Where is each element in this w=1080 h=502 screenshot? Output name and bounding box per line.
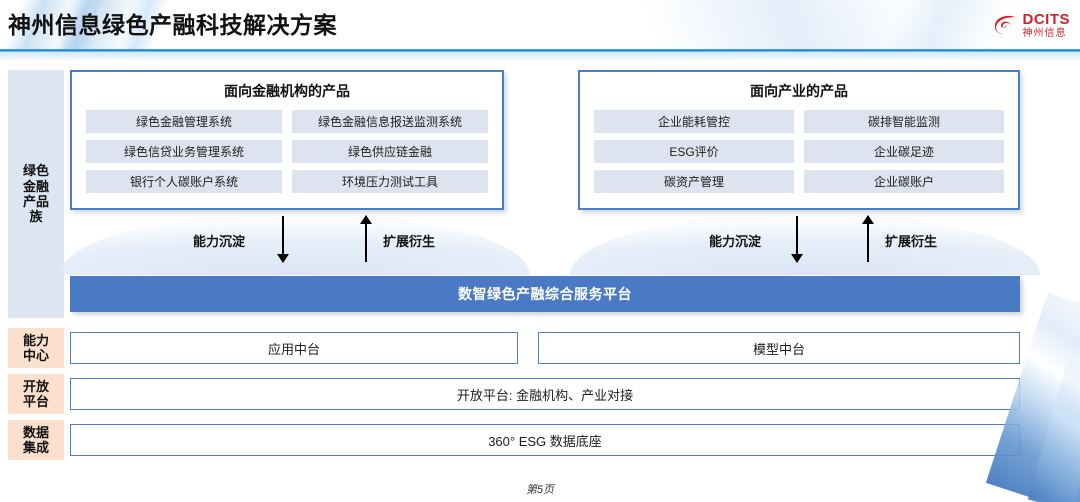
flow-label-expansion-derivation-left: 扩展衍生 <box>383 234 436 249</box>
sidebar-label-text: 绿色 金融 产品 族 <box>22 163 49 225</box>
arrow-shaft <box>365 216 367 262</box>
product-box[interactable]: 绿色供应链金融 <box>292 140 488 163</box>
arrow-shaft <box>867 216 869 262</box>
product-box[interactable]: 企业能耗管控 <box>594 110 794 133</box>
sidebar-item-data-integration: 数据 集成 <box>8 420 64 460</box>
product-box[interactable]: 银行个人碳账户系统 <box>86 170 282 193</box>
row-box-open-platform[interactable]: 开放平台: 金融机构、产业对接 <box>70 378 1020 410</box>
arrow-shaft <box>796 216 798 262</box>
page-title: 神州信息绿色产融科技解决方案 <box>8 12 337 38</box>
product-box[interactable]: 企业碳足迹 <box>804 140 1004 163</box>
decorative-ribbon-accent <box>1027 355 1080 502</box>
product-box[interactable]: 碳资产管理 <box>594 170 794 193</box>
sidebar-label-text: 开放 平台 <box>22 378 49 409</box>
panel-title: 面向产业的产品 <box>750 83 848 99</box>
flow-label-capability-precipitation-right: 能力沉淀 <box>709 234 762 249</box>
arrow-down-icon-left <box>277 216 289 263</box>
flow-label-capability-precipitation-left: 能力沉淀 <box>193 234 246 249</box>
sidebar-label-text: 能力 中心 <box>22 332 49 363</box>
row-box-application-midplatform[interactable]: 应用中台 <box>70 332 518 364</box>
product-box[interactable]: 环境压力测试工具 <box>292 170 488 193</box>
product-box[interactable]: 企业碳账户 <box>804 170 1004 193</box>
arrow-up-icon-right <box>862 215 874 262</box>
logo-english-text: DCITS <box>1022 10 1070 28</box>
row-box-data-foundation[interactable]: 360° ESG 数据底座 <box>70 424 1020 456</box>
arrow-head <box>277 254 289 263</box>
sidebar-label-text: 数据 集成 <box>22 424 49 455</box>
arrow-head <box>791 254 803 263</box>
dcits-swirl-logo-icon <box>992 12 1018 38</box>
decorative-hill-right <box>570 213 1040 275</box>
product-box[interactable]: 绿色金融信息报送监测系统 <box>292 110 488 133</box>
flow-label-expansion-derivation-right: 扩展衍生 <box>885 234 938 249</box>
logo-text-block: DCITS 神州信息 <box>1023 12 1071 39</box>
arrow-head <box>360 215 372 224</box>
arrow-down-icon-right <box>791 216 803 263</box>
row-box-model-midplatform[interactable]: 模型中台 <box>538 332 1020 364</box>
panel-title: 面向金融机构的产品 <box>224 83 350 99</box>
product-box[interactable]: 绿色金融管理系统 <box>86 110 282 133</box>
platform-bar[interactable]: 数智绿色产融综合服务平台 <box>70 276 1020 312</box>
sidebar-item-open-platform: 开放 平台 <box>8 374 64 414</box>
panel-financial-institution-products: 面向金融机构的产品 绿色金融管理系统 绿色金融信息报送监测系统 绿色信贷业务管理… <box>70 70 504 210</box>
header-divider-glow <box>0 52 1080 62</box>
arrow-shaft <box>282 216 284 262</box>
header-divider-line <box>0 49 1080 52</box>
panel-product-grid: 企业能耗管控 碳排智能监测 ESG评价 企业碳足迹 碳资产管理 企业碳账户 <box>580 101 1018 193</box>
slide-header <box>0 0 1080 51</box>
product-box[interactable]: 绿色信贷业务管理系统 <box>86 140 282 163</box>
brand-logo: DCITS 神州信息 <box>992 8 1071 42</box>
logo-chinese-text: 神州信息 <box>1022 27 1067 39</box>
arrow-up-icon-left <box>360 215 372 262</box>
sidebar-item-green-finance-family: 绿色 金融 产品 族 <box>8 70 64 318</box>
decorative-hill-left <box>60 213 530 275</box>
product-box[interactable]: 碳排智能监测 <box>804 110 1004 133</box>
panel-industry-products: 面向产业的产品 企业能耗管控 碳排智能监测 ESG评价 企业碳足迹 碳资产管理 … <box>578 70 1020 210</box>
sidebar-item-capability-center: 能力 中心 <box>8 328 64 368</box>
page-number-footer: 第5页 <box>525 484 555 496</box>
arrow-head <box>862 215 874 224</box>
product-box[interactable]: ESG评价 <box>594 140 794 163</box>
panel-product-grid: 绿色金融管理系统 绿色金融信息报送监测系统 绿色信贷业务管理系统 绿色供应链金融… <box>72 101 502 193</box>
